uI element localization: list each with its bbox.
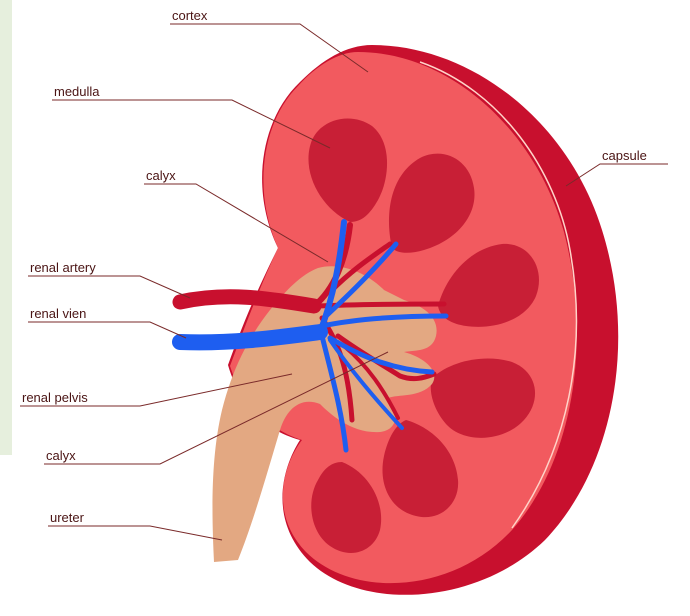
label-capsule: capsule <box>602 148 647 163</box>
leader-renal-artery <box>28 276 190 298</box>
leader-ureter <box>48 526 222 540</box>
leader-renal-vein <box>28 322 186 338</box>
label-calyx-lower: calyx <box>46 448 76 463</box>
label-renal-pelvis: renal pelvis <box>22 390 88 405</box>
vein-trunk <box>180 332 320 342</box>
label-renal-artery: renal artery <box>30 260 96 275</box>
label-calyx-upper: calyx <box>146 168 176 183</box>
label-renal-vein: renal vien <box>30 306 86 321</box>
label-cortex: cortex <box>172 8 208 23</box>
label-medulla: medulla <box>54 84 100 99</box>
artery-trunk <box>180 297 314 306</box>
label-ureter: ureter <box>50 510 85 525</box>
